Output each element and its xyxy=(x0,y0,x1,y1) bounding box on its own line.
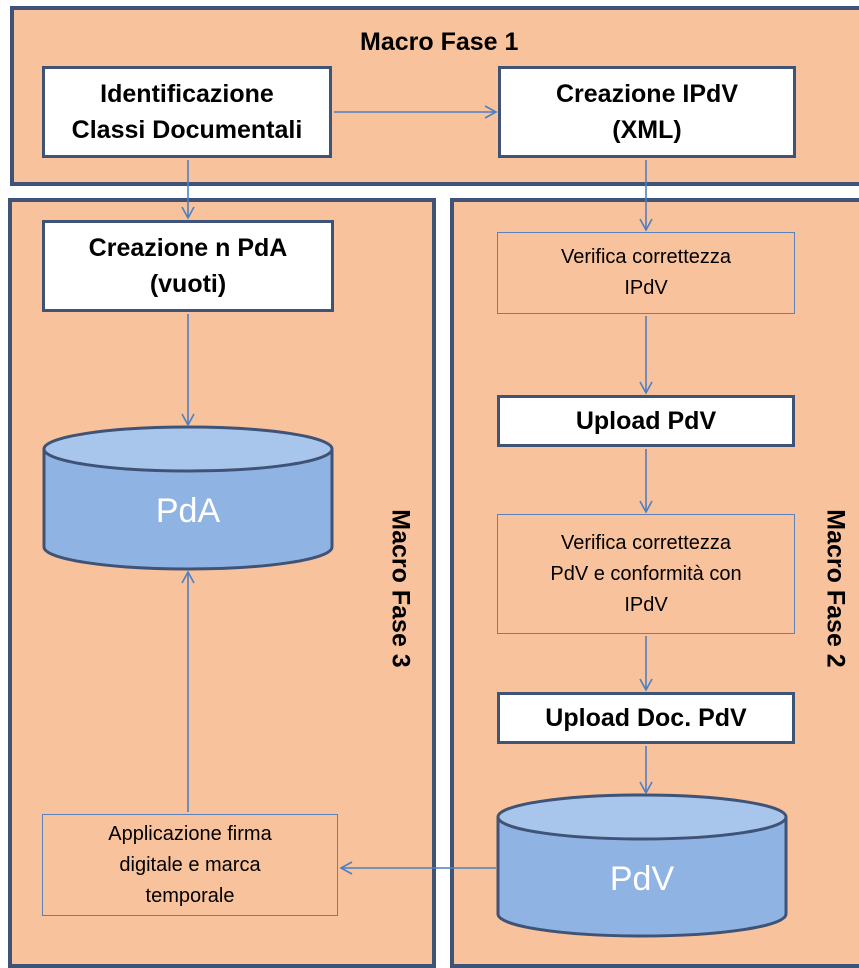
pdv-cylinder-label: PdV xyxy=(610,860,675,898)
macro-fase-1-title: Macro Fase 1 xyxy=(360,28,519,56)
pda-cylinder-icon: PdA xyxy=(42,425,334,571)
applicazione-firma-box: Applicazione firma digitale e marca temp… xyxy=(42,814,338,916)
creazione-pda-box: Creazione n PdA (vuoti) xyxy=(42,220,334,312)
pdv-cylinder-icon: PdV xyxy=(496,793,788,938)
pda-cylinder-label: PdA xyxy=(156,492,221,530)
upload-pdv-box: Upload PdV xyxy=(497,395,795,447)
creazione-ipdv-box: Creazione IPdV (XML) xyxy=(498,66,796,158)
upload-doc-pdv-box: Upload Doc. PdV xyxy=(497,692,795,744)
verifica-ipdv-box: Verifica correttezza IPdV xyxy=(497,232,795,314)
verifica-pdv-box: Verifica correttezza PdV e conformità co… xyxy=(497,514,795,634)
identificazione-classi-box: Identificazione Classi Documentali xyxy=(42,66,332,158)
